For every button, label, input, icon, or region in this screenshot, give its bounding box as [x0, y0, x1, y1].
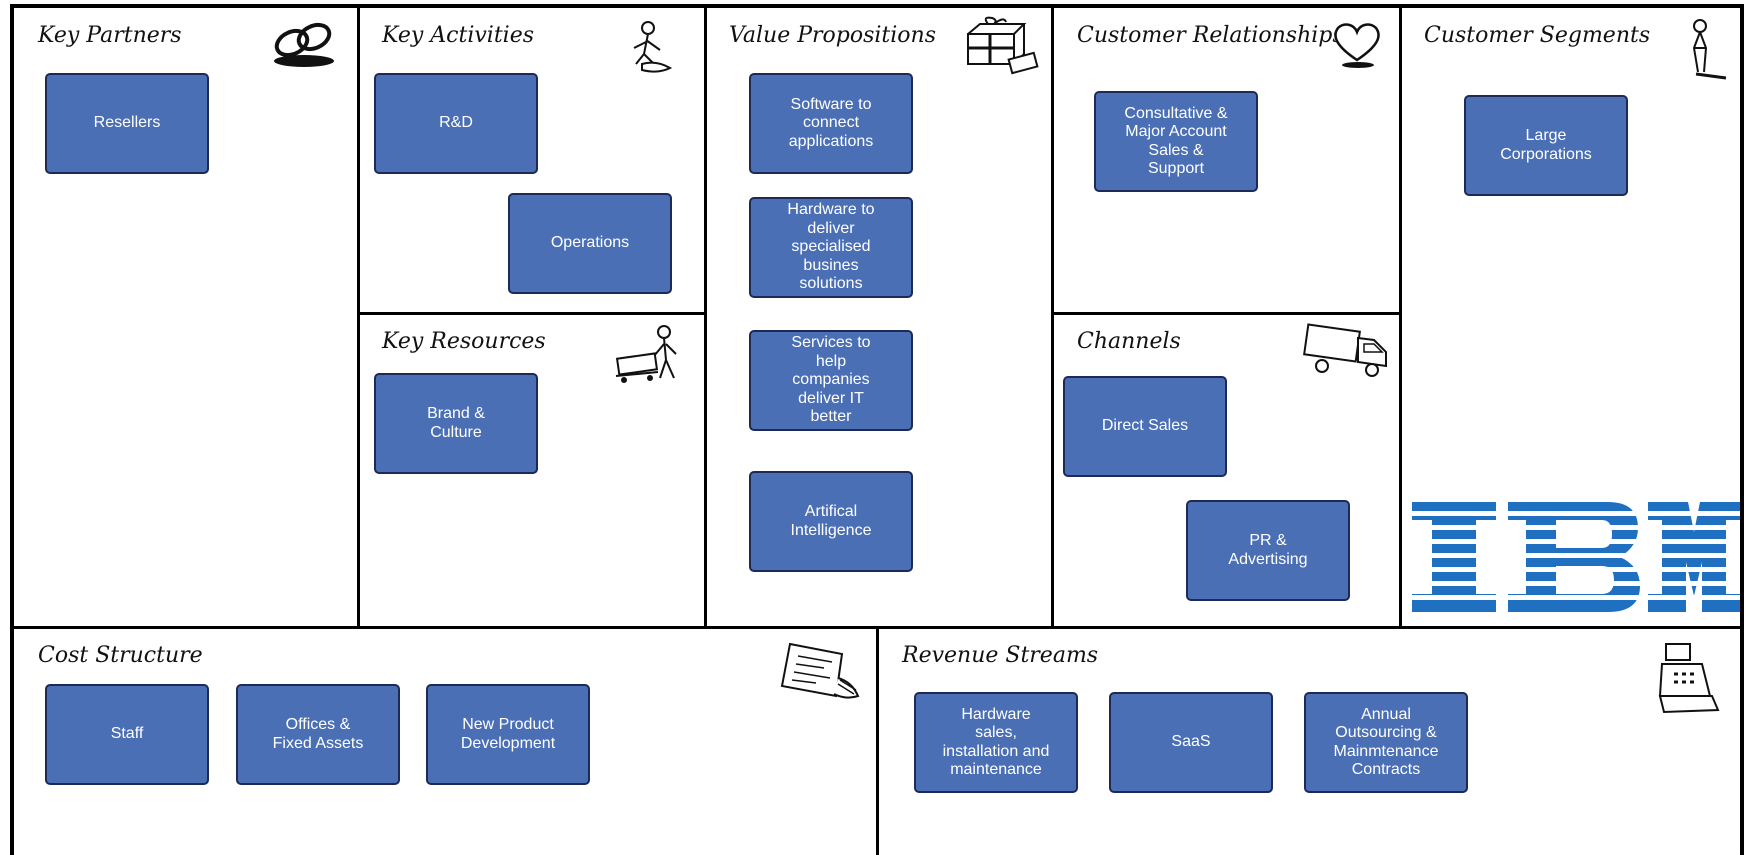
person-icon	[1692, 19, 1727, 80]
section-title-cost-structure: Cost Structure	[38, 643, 203, 668]
card-services: Services to help companies deliver IT be…	[749, 330, 913, 431]
card-operations: Operations	[508, 193, 672, 294]
divider	[1051, 6, 1054, 628]
section-title-customer-relationships: Customer Relationships	[1077, 23, 1344, 48]
price-tag-icon	[780, 642, 860, 699]
card-software: Software to connect applications	[749, 73, 913, 174]
card-staff: Staff	[45, 684, 209, 785]
section-title-value-propositions: Value Propositions	[729, 23, 937, 48]
worker-icon	[633, 21, 673, 73]
divider	[876, 626, 879, 855]
canvas-frame	[10, 4, 1744, 855]
card-large-corporations: Large Corporations	[1464, 95, 1628, 196]
section-title-channels: Channels	[1077, 329, 1181, 354]
card-direct-sales: Direct Sales	[1063, 376, 1227, 477]
gift-box-icon	[967, 16, 1039, 75]
divider	[704, 6, 707, 628]
card-consultative-sales: Consultative & Major Account Sales & Sup…	[1094, 91, 1258, 192]
card-offices-fixed-assets: Offices & Fixed Assets	[236, 684, 400, 785]
heart-icon	[1334, 23, 1380, 68]
card-brand-culture: Brand & Culture	[374, 373, 538, 474]
card-r-and-d: R&D	[374, 73, 538, 174]
cash-register-icon	[1658, 643, 1720, 714]
section-title-key-activities: Key Activities	[382, 23, 535, 48]
card-annual-outsourcing: Annual Outsourcing & Mainmtenance Contra…	[1304, 692, 1468, 793]
section-title-customer-segments: Customer Segments	[1424, 23, 1651, 48]
section-title-key-partners: Key Partners	[38, 23, 182, 48]
divider	[1051, 312, 1401, 315]
card-hardware-sales: Hardware sales, installation and mainten…	[914, 692, 1078, 793]
card-artificial-intelligence: Artifical Intelligence	[749, 471, 913, 572]
card-saas: SaaS	[1109, 692, 1273, 793]
delivery-truck-icon	[1303, 323, 1387, 377]
card-hardware: Hardware to deliver specialised busines …	[749, 197, 913, 298]
card-new-product-development: New Product Development	[426, 684, 590, 785]
worker-with-cart-icon	[615, 325, 677, 383]
chain-links-icon	[274, 22, 334, 67]
section-title-key-resources: Key Resources	[382, 329, 546, 354]
divider	[357, 6, 360, 628]
card-pr-advertising: PR & Advertising	[1186, 500, 1350, 601]
section-title-revenue-streams: Revenue Streams	[902, 643, 1099, 668]
ibm-logo	[1412, 502, 1740, 612]
divider	[1399, 6, 1402, 628]
card-resellers: Resellers	[45, 73, 209, 174]
divider	[357, 312, 706, 315]
